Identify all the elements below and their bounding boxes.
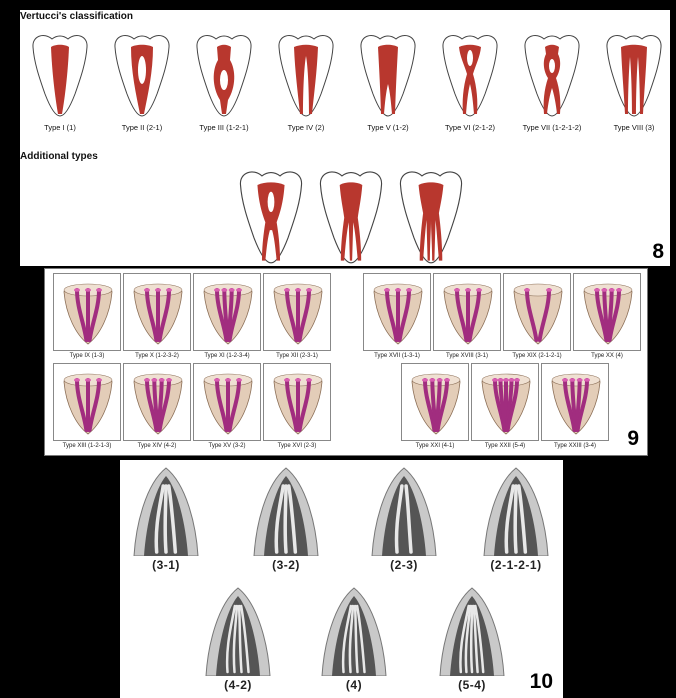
tooth-3d-icon [60,370,116,436]
tooth-3d-icon [130,280,186,346]
vertucci-type-6-tooth [440,32,500,117]
canal-config-label: (4) [309,678,399,692]
type-label: Type VIII (3) [589,123,676,132]
vertucci-type-7-tooth [522,32,582,117]
type-left-4-tooth-cell [263,273,331,351]
type-label: Type XV (3-2) [189,443,265,449]
figure-10-number: 10 [530,670,553,694]
tooth-3d-icon [370,280,426,346]
vertucci-type-2-tooth [112,32,172,117]
tooth-3d-icon [130,370,186,436]
canal-config-label: (4-2) [193,678,283,692]
tooth-3d-icon [200,370,256,436]
type-label: Type XXII (5-4) [467,443,543,449]
type-label: Type XXI (4-1) [397,443,473,449]
type-right-7-tooth-cell [541,363,609,441]
tooth-3d-icon [200,280,256,346]
xray-tooth-2-icon [248,464,324,556]
type-left-6-tooth-cell [123,363,191,441]
type-right-2-tooth-cell [433,273,501,351]
vertucci-type-1-tooth [30,32,90,117]
vertucci-type-3-tooth [194,32,254,117]
type-label: Type VI (2-1-2) [425,123,515,132]
type-label: Type II (2-1) [97,123,187,132]
type-label: Type XIII (1-2-1-3) [49,443,125,449]
type-label: Type XXIII (3-4) [537,443,613,449]
additional-type-3-tooth [396,168,466,264]
type-label: Type XII (2-3-1) [259,353,335,359]
vertucci-type-8-tooth [604,32,664,117]
vertucci-type-4-tooth [276,32,336,117]
xray-tooth-7-icon [434,584,510,676]
figure-9-number: 9 [627,427,639,451]
xray-tooth-5-icon [200,584,276,676]
type-label: Type XVII (1-3-1) [359,353,435,359]
figure-8-number: 8 [652,240,664,264]
type-label: Type VII (1-2-1-2) [507,123,597,132]
figure-8-panel: Vertucci's classification Additional typ… [20,10,670,266]
type-left-7-tooth-cell [193,363,261,441]
type-label: Type I (1) [15,123,105,132]
type-label: Type III (1-2-1) [179,123,269,132]
type-label: Type XX (4) [569,353,645,359]
type-right-1-tooth-cell [363,273,431,351]
type-left-2-tooth-cell [123,273,191,351]
type-label: Type V (1-2) [343,123,433,132]
type-left-5-tooth-cell [53,363,121,441]
type-label: Type X (1-2-3-2) [119,353,195,359]
type-label: Type IX (1-3) [49,353,125,359]
type-label: Type XI (1-2-3-4) [189,353,265,359]
xray-tooth-3-icon [366,464,442,556]
canal-config-label: (2-1-2-1) [471,558,561,572]
type-label: Type IV (2) [261,123,351,132]
additional-type-1-tooth [236,168,306,264]
type-left-3-tooth-cell [193,273,261,351]
tooth-3d-icon [408,370,464,436]
tooth-3d-icon [510,280,566,346]
canal-config-label: (3-1) [121,558,211,572]
type-label: Type XIV (4-2) [119,443,195,449]
figure-8-subtitle: Additional types [20,151,98,162]
type-right-5-tooth-cell [401,363,469,441]
canal-config-label: (3-2) [241,558,331,572]
tooth-3d-icon [478,370,534,436]
xray-tooth-4-icon [478,464,554,556]
tooth-3d-icon [580,280,636,346]
vertucci-type-5-tooth [358,32,418,117]
type-right-3-tooth-cell [503,273,571,351]
type-right-6-tooth-cell [471,363,539,441]
figure-9-panel: 9 Type IX (1-3)Type X (1-2-3-2)Type XI (… [44,268,648,456]
tooth-3d-icon [548,370,604,436]
canal-config-label: (5-4) [427,678,517,692]
canal-config-label: (2-3) [359,558,449,572]
type-right-4-tooth-cell [573,273,641,351]
xray-tooth-1-icon [128,464,204,556]
tooth-3d-icon [270,280,326,346]
additional-type-2-tooth [316,168,386,264]
tooth-3d-icon [270,370,326,436]
type-label: Type XVI (2-3) [259,443,335,449]
tooth-3d-icon [440,280,496,346]
xray-tooth-6-icon [316,584,392,676]
type-left-8-tooth-cell [263,363,331,441]
type-label: Type XVIII (3-1) [429,353,505,359]
tooth-3d-icon [60,280,116,346]
type-left-1-tooth-cell [53,273,121,351]
figure-10-panel: 10 (3-1) (3-2) (2-3) (2-1-2-1) (4-2) (4) (5-4) [120,460,563,698]
type-label: Type XIX (2-1-2-1) [499,353,575,359]
figure-8-title: Vertucci's classification [20,11,133,22]
